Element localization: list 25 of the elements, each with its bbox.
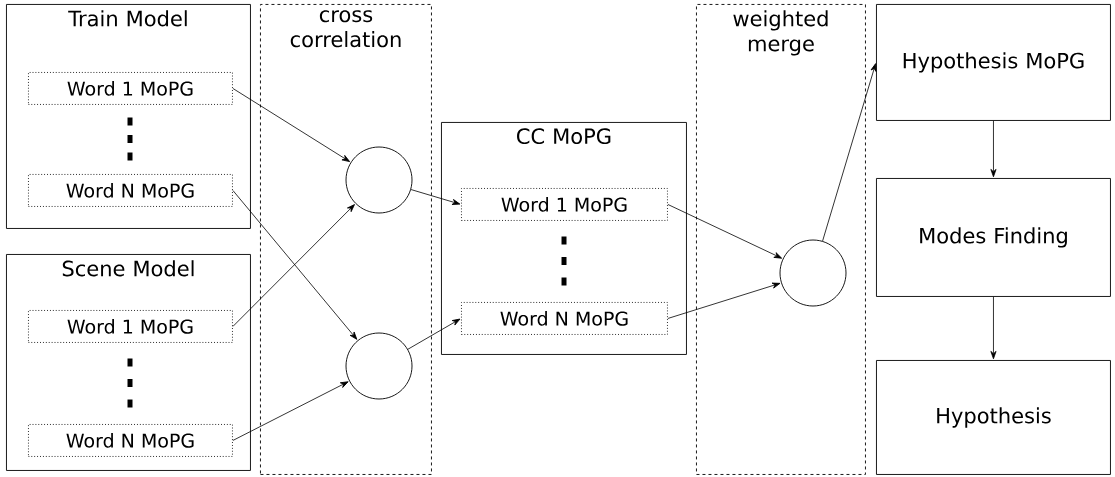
arrow — [990, 120, 997, 178]
process-box: Modes Finding — [876, 178, 1111, 297]
arrow — [667, 204, 783, 259]
word-box: Word N MoPG — [461, 302, 668, 335]
arrow — [410, 189, 461, 205]
process-box: Hypothesis MoPG — [876, 4, 1111, 121]
arrow — [667, 282, 781, 319]
circle — [345, 146, 413, 214]
word-box: Word 1 MoPG — [28, 72, 233, 105]
word-box: Word N MoPG — [28, 424, 233, 457]
stage-band: cross correlation — [260, 4, 432, 475]
word-box: Word 1 MoPG — [28, 310, 233, 343]
word-box: Word 1 MoPG — [461, 188, 668, 221]
arrow — [232, 381, 349, 441]
arrow — [822, 63, 877, 242]
process-box: Hypothesis — [876, 360, 1111, 475]
arrow — [232, 190, 358, 340]
circle — [345, 332, 413, 400]
arrow — [232, 204, 355, 327]
arrow — [990, 296, 997, 360]
stage-band: weighted merge — [696, 4, 866, 475]
word-box: Word N MoPG — [28, 174, 233, 207]
arrow — [232, 88, 351, 162]
arrow — [407, 318, 461, 350]
circle — [779, 239, 847, 307]
